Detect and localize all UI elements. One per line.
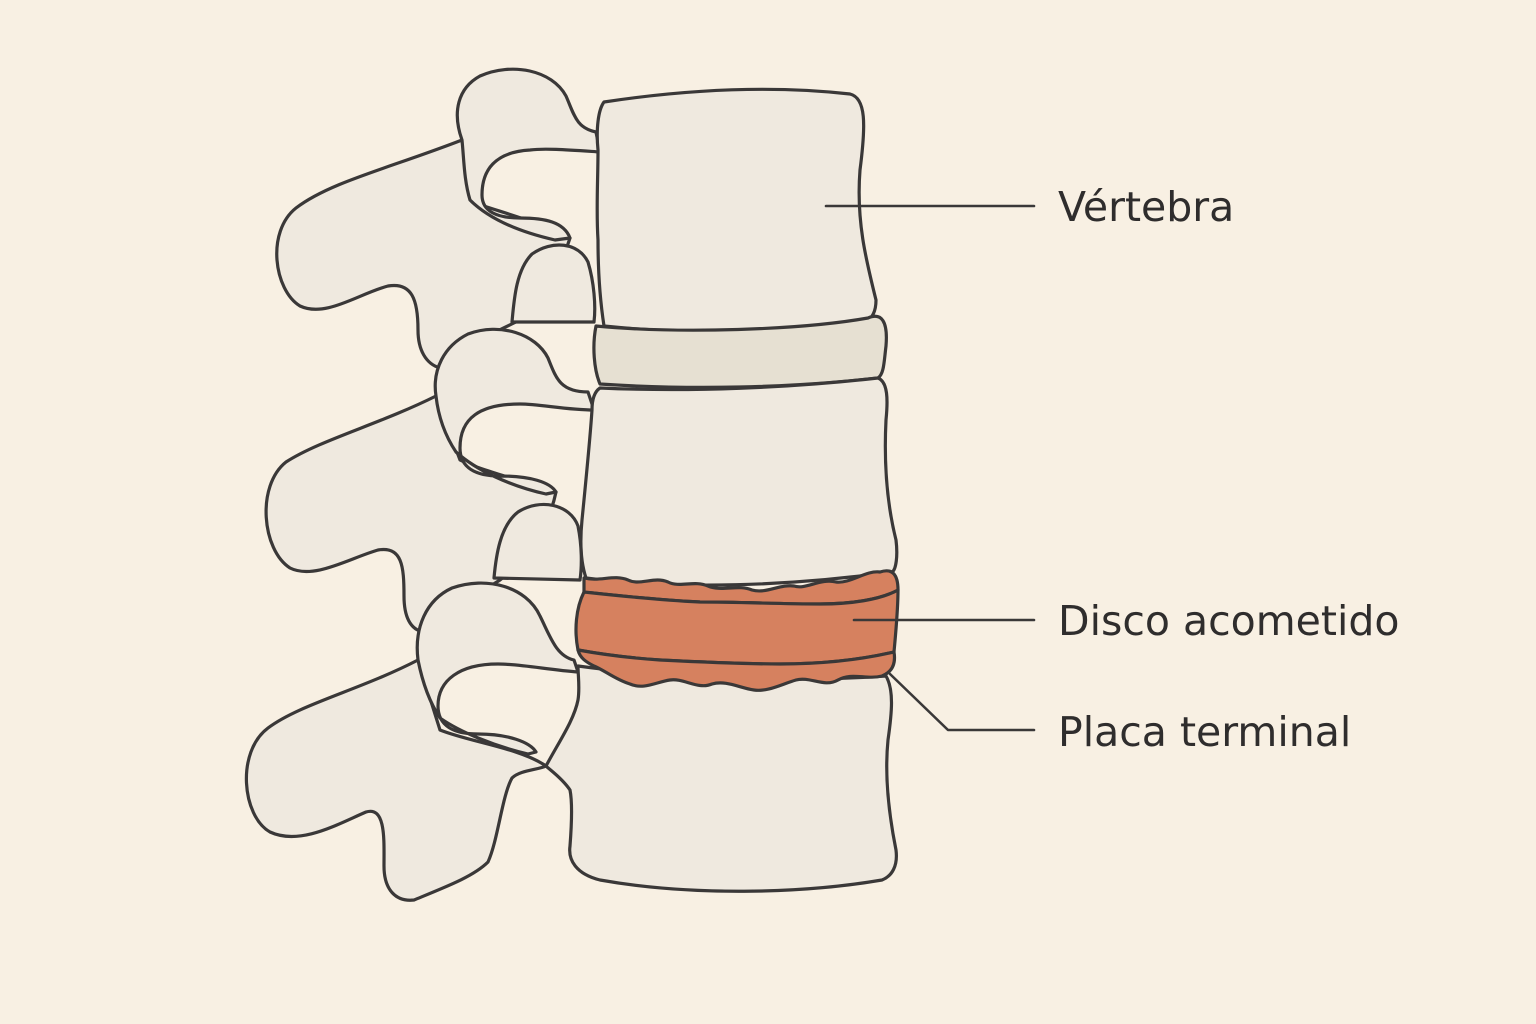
vertebra-2-body (579, 376, 899, 587)
vertebra-2-superior-facet (433, 327, 596, 496)
affected-disc (574, 569, 900, 692)
affected-disc-label: Disco acometido (1058, 597, 1399, 645)
affected-disc-core (574, 588, 900, 666)
vertebra-2 (264, 327, 899, 634)
vertebra-3-spinous-process (244, 658, 548, 902)
affected-disc-lower-endplate (576, 648, 897, 692)
vertebra-1 (275, 67, 878, 370)
endplate-label: Placa terminal (1058, 708, 1351, 756)
vertebra-label: Vértebra (1058, 183, 1234, 231)
healthy-disc (592, 314, 888, 389)
vertebra-1-superior-facet (455, 67, 602, 242)
endplate-leader-line (888, 672, 1036, 732)
vertebra-1-inferior-facet (510, 243, 597, 324)
vertebra-2-inferior-facet (492, 502, 583, 582)
vertebra-3 (244, 581, 898, 902)
vertebra-1-body (595, 87, 878, 334)
vertebra-3-superior-facet (415, 581, 580, 756)
vertebra-3-body (544, 664, 898, 893)
